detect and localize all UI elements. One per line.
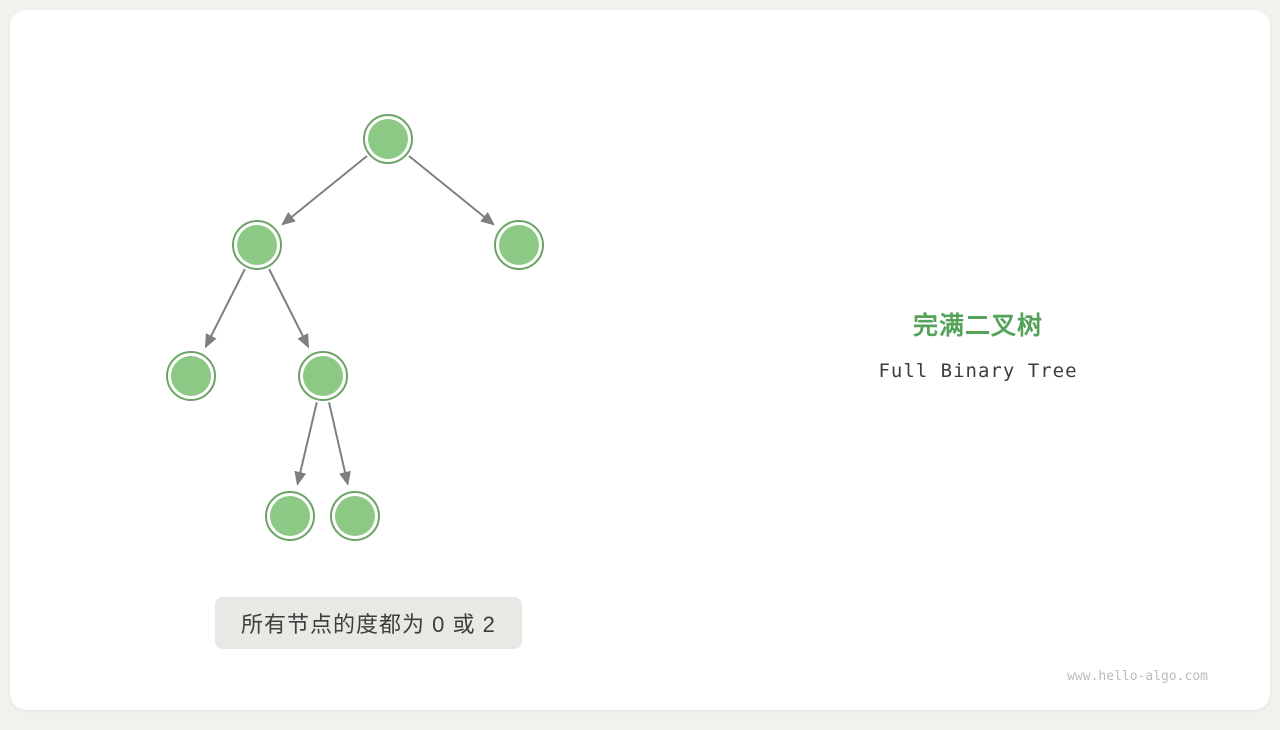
degree-note: 所有节点的度都为 0 或 2 [215,597,522,649]
tree-node [298,351,348,401]
tree-type-subtitle: Full Binary Tree [878,360,1078,382]
tree-edge [268,268,310,349]
tree-edge [408,155,495,226]
canvas-card: 完满二叉树 Full Binary Tree 所有节点的度都为 0 或 2 ww… [10,10,1270,710]
tree-node [363,114,413,164]
tree-edge [328,402,351,486]
node-layer [166,114,544,541]
edge-layer [204,155,495,486]
tree-node [232,220,282,270]
tree-edge [281,155,368,226]
tree-node [494,220,544,270]
tree-node [166,351,216,401]
tree-node [265,491,315,541]
tree-edge [204,268,246,349]
tree-type-title: 完满二叉树 [912,312,1043,340]
site-watermark: www.hello-algo.com [1067,669,1208,684]
side-panel: 完满二叉树 Full Binary Tree [780,306,1176,382]
tree-edge [294,402,318,486]
tree-node [330,491,380,541]
